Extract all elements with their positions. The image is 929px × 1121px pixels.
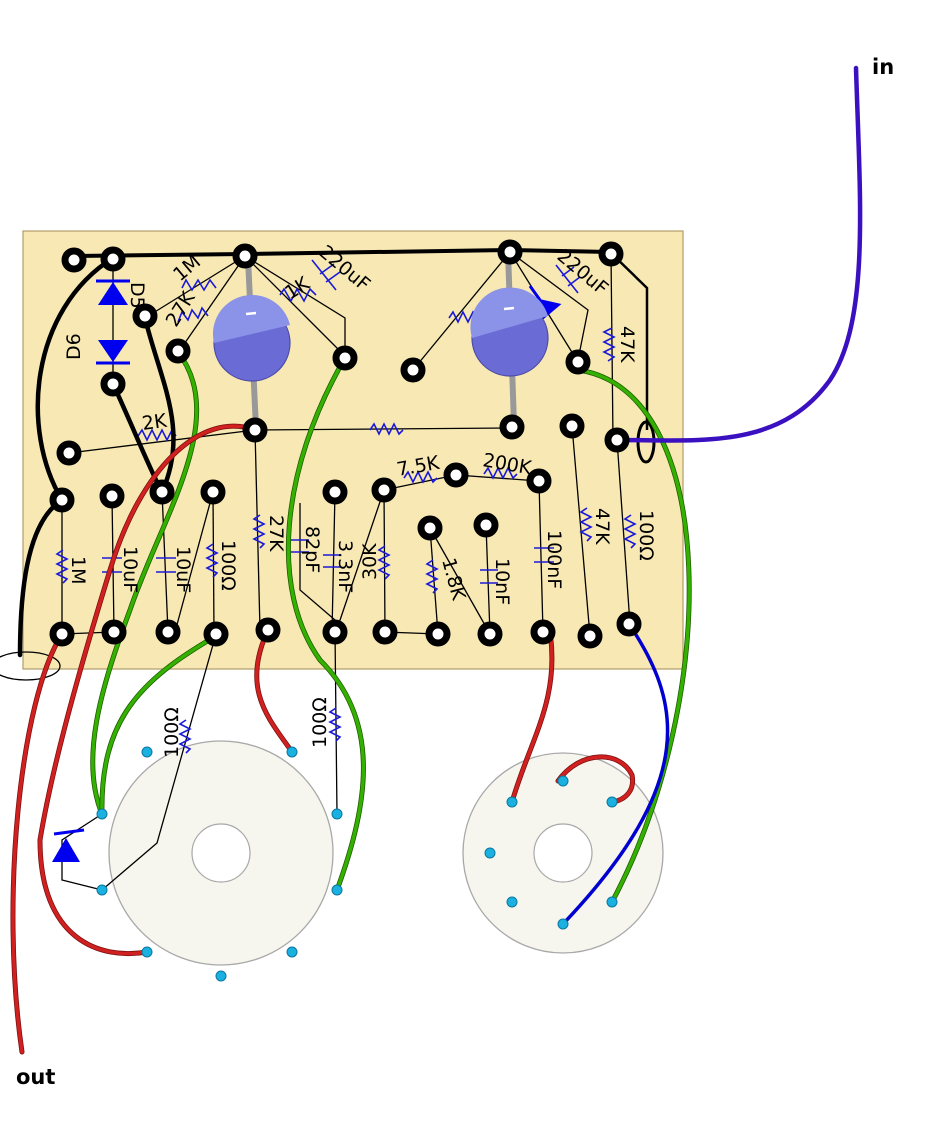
right-bus-wire xyxy=(610,252,649,430)
resistors xyxy=(55,278,637,754)
label-c-82pf: 82pF xyxy=(301,526,323,573)
red-wires xyxy=(10,423,636,1055)
switch-lugs xyxy=(96,746,618,982)
ground-loop xyxy=(0,651,61,681)
label-r-100r-d: 100Ω xyxy=(309,697,331,748)
label-r-2k: 2K xyxy=(141,410,169,435)
output-label: out xyxy=(16,1065,55,1089)
green-wires xyxy=(90,349,692,905)
label-c-3-3nf: 3.3nF xyxy=(334,540,356,593)
tube-capacitors xyxy=(212,251,549,429)
label-r-100r-b: 100Ω xyxy=(635,510,657,561)
label-r-47k-bottom: 47K xyxy=(591,508,613,545)
label-d5: D5 xyxy=(126,282,148,309)
capacitors xyxy=(102,259,581,584)
input-label: in xyxy=(872,55,894,79)
input-wire xyxy=(614,65,863,443)
label-r-47k-top: 47K xyxy=(616,326,638,363)
rotary-switch-left xyxy=(108,740,334,966)
solder-pads xyxy=(49,239,642,649)
label-c-100nf: 100nF xyxy=(543,530,565,589)
label-c-10uf-a: 10uF xyxy=(119,546,141,593)
component-labels: D5 D6 1M 27K 1K 47K 2K 7.5K 200K 27K 1M … xyxy=(63,241,657,758)
label-c-10uf-b: 10uF xyxy=(172,546,194,593)
label-d6: D6 xyxy=(63,333,85,360)
label-r-27k-mid: 27K xyxy=(265,515,287,552)
top-bus-wire xyxy=(73,247,612,258)
blue-wires xyxy=(561,622,670,926)
label-c-10nf: 10nF xyxy=(491,558,513,605)
label-r-30k: 30K xyxy=(359,543,381,580)
label-r-100r-a: 100Ω xyxy=(217,540,239,591)
label-r-100r-c: 100Ω xyxy=(161,707,183,758)
label-r-1m-bottom: 1M xyxy=(67,556,89,584)
